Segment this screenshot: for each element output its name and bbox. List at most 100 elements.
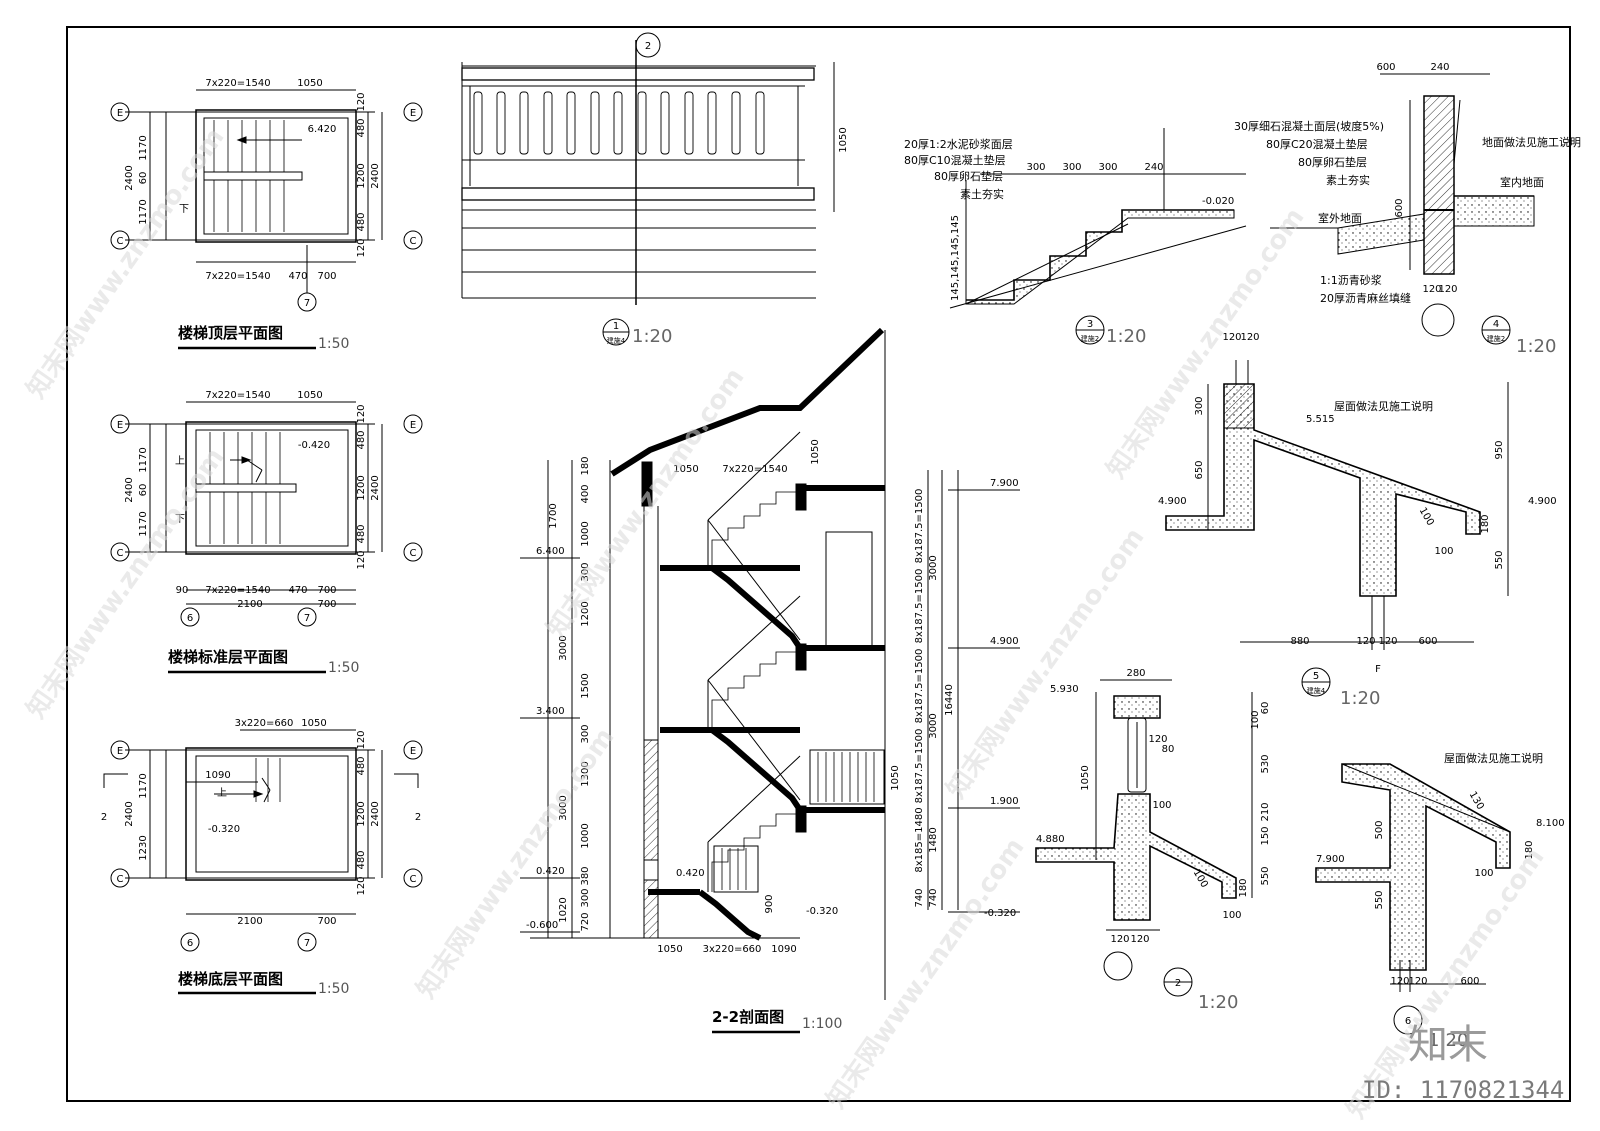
top-dim-right-2: 480 (356, 118, 367, 137)
sec-rdim-6: 3000 (928, 713, 939, 738)
std-axis-c-right: C (410, 548, 417, 559)
gnd-dim-right-2: 480 (356, 756, 367, 775)
sec-rdim-8: 8x185=1480 (914, 807, 925, 872)
watermark-text-4: 知末网www.znzmo.com (541, 363, 750, 644)
d5-level-2: 4.900 (1158, 496, 1187, 507)
sec-level-l2: 3.400 (536, 706, 565, 717)
sheet-border (66, 26, 1571, 1102)
sec-ldim-2: 400 (580, 484, 591, 503)
d5-axis: F (1375, 664, 1381, 675)
d2-dim-1: 280 (1126, 668, 1145, 679)
std-dim-bottom-2: 7x220=1540 (205, 585, 270, 596)
d1-sheet: 建施4 (607, 336, 626, 345)
d2-rdim-5: 150 (1260, 826, 1271, 845)
sec-rdim-4: 8x187.5=1500 (914, 649, 925, 724)
d2-num: 2 (1175, 978, 1181, 989)
d1-scale: 1:20 (632, 326, 672, 347)
d5-dim-l2: 650 (1194, 460, 1205, 479)
sec-ldim-6: 1200 (580, 601, 591, 626)
baluster-row (473, 91, 765, 155)
std-dim-right-2: 480 (356, 430, 367, 449)
d4-indoor: 室内地面 (1500, 175, 1544, 189)
detail-5-labels: 屋面做法见施工说明 5.515 4.900 4.900 300 650 950 … (1158, 332, 1557, 709)
standard-plan-labels: 7x220=1540 1050 90 7x220=1540 470 700 21… (117, 390, 417, 676)
top-down-label: 下 (179, 204, 189, 215)
d6-dim-8: 600 (1460, 976, 1479, 987)
sec-level-r1: 7.900 (990, 478, 1019, 489)
detail-1-labels: 1050 2 1 建施4 1:20 (607, 41, 849, 347)
top-axis-e-left: E (117, 108, 123, 119)
sec-ldim-8: 1500 (580, 673, 591, 698)
top-dim-left-3: 1170 (138, 199, 149, 224)
d4-scale: 1:20 (1516, 336, 1556, 357)
d3-risers: 145,145,145,145 (950, 215, 961, 301)
gnd-dim-right-total: 2400 (370, 801, 381, 826)
d4-note-3: 80厚卵石垫层 (1298, 155, 1367, 169)
detail-4-labels: 30厚细石混凝土面层(坡度5%) 80厚C20混凝土垫层 80厚卵石垫层 素土夯… (1234, 62, 1581, 357)
std-axis-6: 6 (187, 613, 193, 624)
sec-rdim-2: 8x187.5=1500 (914, 569, 925, 644)
sec-rdim-7: 16440 (944, 684, 955, 716)
detail-3-labels: 20厚1:2水泥砂浆面层 80厚C10混凝土垫层 80厚卵石垫层 素土夯实 30… (904, 137, 1234, 347)
top-dim-bottom-1: 7x220=1540 (205, 271, 270, 282)
sec-ldim-12: 1000 (580, 823, 591, 848)
d2-rdim-1: 60 (1260, 702, 1271, 715)
d5-dim-b3: 120 (1378, 636, 1397, 647)
d6-level-2: 7.900 (1316, 854, 1345, 865)
ground-plan-labels: 3x220=660 1050 1090 2100 700 1170 1230 2… (101, 718, 421, 997)
sec-bdim-1: 1050 (657, 944, 682, 955)
section-labels: 6.400 3.400 0.420 -0.600 180 400 1700 10… (526, 439, 1019, 1034)
sec-ldim-7: 3000 (558, 635, 569, 660)
gnd-plan-title: 楼梯底层平面图 (178, 970, 283, 988)
d1-num: 1 (613, 321, 619, 332)
gnd-axis-e-right: E (410, 746, 416, 757)
d4-note-1: 30厚细石混凝土面层(坡度5%) (1234, 119, 1384, 133)
d2-rdim-6: 550 (1260, 866, 1271, 885)
std-plan-scale: 1:50 (328, 660, 359, 676)
detail-2-parapet (1035, 679, 1253, 997)
d5-roof-note: 屋面做法见施工说明 (1334, 399, 1433, 413)
top-plan-title: 楼梯顶层平面图 (178, 324, 283, 342)
d2-dim-7: 180 (1238, 878, 1249, 897)
gnd-dim-right-4: 480 (356, 850, 367, 869)
d5-dim-b2: 120 (1356, 636, 1375, 647)
sec-bdim-3: 1090 (771, 944, 796, 955)
top-dim-left-1: 1170 (138, 135, 149, 160)
ground-floor-plan (103, 729, 423, 952)
sec-tdim-2: 7x220=1540 (722, 464, 787, 475)
d6-dim-6: 120 (1390, 976, 1409, 987)
d4-dim-2: 240 (1430, 62, 1449, 73)
d4-joint-2: 20厚沥青麻丝填缝 (1320, 291, 1411, 305)
d3-dim-1: 300 (1026, 162, 1045, 173)
d5-small-2: 100 (1417, 506, 1436, 528)
d4-dim-3: 600 (1394, 198, 1405, 217)
gnd-dim-top-1: 3x220=660 (235, 718, 294, 729)
watermark-text-1: 知末网www.znzmo.com (21, 123, 230, 404)
d3-dim-4: 240 (1144, 162, 1163, 173)
gnd-dim-left-total: 2400 (124, 801, 135, 826)
d3-note-4: 素土夯实 (960, 187, 1004, 201)
d2-dim-9: 120 (1110, 934, 1129, 945)
detail-3-steps (949, 128, 1247, 345)
sec-inner-1: 0.420 (676, 868, 705, 879)
d3-sheet: 建施2 (1081, 334, 1099, 343)
d2-level-2: 4.880 (1036, 834, 1065, 845)
sec-ldim-5: 300 (580, 562, 591, 581)
sec-level-l4: -0.600 (526, 920, 558, 931)
d2-level-1: 5.930 (1050, 684, 1079, 695)
top-dim-top-2: 1050 (297, 78, 322, 89)
gnd-dim-left-1: 1170 (138, 773, 149, 798)
sec-ldim-14: 300 (580, 888, 591, 907)
sec-ldim-10: 1300 (580, 761, 591, 786)
watermark-id: ID: 1170821344 (1362, 1076, 1564, 1104)
sec-inner-2: 900 (764, 894, 775, 913)
section-2-2 (520, 327, 1020, 1000)
std-dim-right-1: 120 (356, 404, 367, 423)
watermark-text-3: 知末网www.znzmo.com (411, 723, 620, 1004)
section-scale: 1:100 (802, 1016, 842, 1032)
detail-6-eave (1315, 763, 1511, 1035)
d5-dim-r2: 180 (1480, 514, 1491, 533)
top-dim-bottom-2: 470 (288, 271, 307, 282)
sec-ldim-11: 3000 (558, 795, 569, 820)
